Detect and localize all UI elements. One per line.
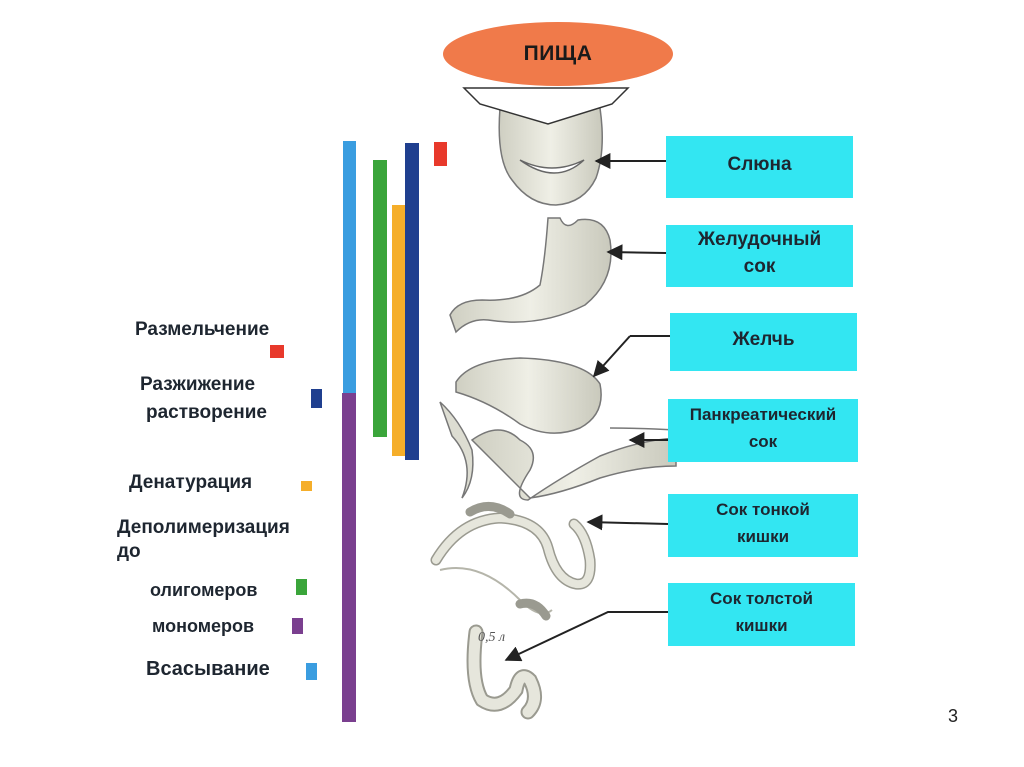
mouth-illustration <box>462 87 630 206</box>
food-label: ПИЩА <box>523 42 593 65</box>
liquefaction-label-line2: растворение <box>146 402 267 423</box>
liquefaction-label-line1: Разжижение <box>140 374 256 395</box>
large-intestine-illustration <box>466 598 551 720</box>
small-intestine-juice-box: Сок тонкой кишки <box>668 494 858 557</box>
gastric-juice-label-line2: сок <box>743 256 776 277</box>
stomach-illustration <box>449 217 612 334</box>
grinding-label: Размельчение <box>135 319 270 340</box>
oligomers-label: олигомеров <box>150 580 258 600</box>
denaturation-label: Денатурация <box>129 472 253 493</box>
grinding-swatch <box>270 345 284 358</box>
bile-box: Желчь <box>670 313 857 371</box>
absorption-swatch <box>306 663 317 680</box>
saliva-label: Слюна <box>727 153 792 175</box>
liquefaction-swatch <box>311 389 322 408</box>
volume-label: 0,5 л <box>478 630 506 645</box>
gastric-juice-arrow <box>606 244 667 261</box>
gastric-juice-label-line1: Желудочный <box>697 229 822 250</box>
denaturation-swatch <box>301 481 312 491</box>
page-number: 3 <box>948 706 959 726</box>
small-intestine-juice-arrow <box>586 514 669 531</box>
pancreatic-juice-label-line2: сок <box>748 431 778 451</box>
large-intestine-juice-label-line1: Сок толстой <box>710 588 813 608</box>
absorption-label: Всасывание <box>146 658 270 680</box>
denaturation-bar <box>392 205 406 456</box>
grinding-bar <box>434 142 447 166</box>
depolymerization-label-line2: до <box>117 541 141 562</box>
depolymerization-label-line1: Деполимеризация <box>117 517 290 538</box>
saliva-box: Слюна <box>666 136 853 198</box>
food-ellipse: ПИЩА <box>443 22 673 86</box>
bile-label: Желчь <box>732 328 795 350</box>
bile-arrow <box>592 335 631 378</box>
oligomers-bar <box>373 160 387 437</box>
large-intestine-juice-label-line2: кишки <box>735 615 788 635</box>
monomers-swatch <box>292 618 303 634</box>
small-intestine-illustration <box>430 502 596 615</box>
liver-illustration <box>439 357 677 501</box>
oligomers-swatch <box>296 579 307 595</box>
large-intestine-juice-arrow <box>504 611 668 662</box>
liquefaction-bar <box>405 143 419 460</box>
gastric-juice-box: Желудочный сок <box>666 225 853 287</box>
small-intestine-juice-label-line1: Сок тонкой <box>716 499 810 519</box>
pancreatic-juice-box: Панкреатический сок <box>668 399 858 462</box>
small-intestine-juice-label-line2: кишки <box>736 526 790 546</box>
monomers-label: мономеров <box>152 616 255 636</box>
monomers-bar <box>342 393 356 722</box>
pancreatic-juice-label-line1: Панкреатический <box>689 404 837 424</box>
large-intestine-juice-box: Сок толстой кишки <box>668 583 855 646</box>
